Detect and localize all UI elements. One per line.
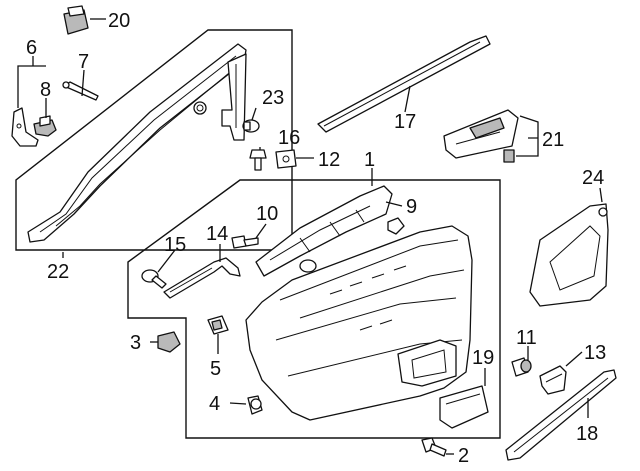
pillar-group-outline xyxy=(15,29,293,251)
callout-1: 1 xyxy=(364,149,375,171)
callout-17: 17 xyxy=(394,111,416,133)
pillar-upper-trim-part xyxy=(221,53,247,141)
callout-13: 13 xyxy=(584,342,606,364)
door-trim-panel-1-part xyxy=(245,225,473,421)
screw-10-part xyxy=(231,235,259,249)
callout-11: 11 xyxy=(516,327,537,349)
bolt-2-part xyxy=(421,437,447,457)
callout-8: 8 xyxy=(40,79,51,101)
pillar-trim-part xyxy=(27,43,247,243)
callout-21: 21 xyxy=(542,129,564,151)
bracket-14-part xyxy=(163,257,241,299)
callout-24: 24 xyxy=(582,167,604,189)
sill-plate-18-part xyxy=(505,369,617,461)
leader-lines xyxy=(17,18,603,455)
callout-20: 20 xyxy=(108,10,130,32)
screw-16-part xyxy=(249,149,267,171)
nut-9-part xyxy=(387,217,405,235)
insulator-24-part xyxy=(529,203,609,307)
armrest-9-part xyxy=(255,185,393,277)
callout-5: 5 xyxy=(210,358,221,380)
callout-7: 7 xyxy=(78,51,89,73)
callout-4: 4 xyxy=(209,393,220,415)
callout-15: 15 xyxy=(164,234,186,256)
bracket-6-part xyxy=(11,107,39,147)
clip-4-part xyxy=(247,395,263,415)
switch-bezel-21-part xyxy=(443,109,519,159)
clip-13-part xyxy=(539,365,567,395)
screw-11-part xyxy=(511,357,532,377)
insulator-24-hole xyxy=(598,207,608,217)
callout-10: 10 xyxy=(256,203,278,225)
nut-12-part xyxy=(275,149,297,169)
door-panel-group-outline xyxy=(127,179,501,439)
callout-6: 6 xyxy=(26,37,37,59)
callout-19: 19 xyxy=(472,347,494,369)
clip-8-part xyxy=(33,115,57,137)
pin-15-part xyxy=(141,269,167,289)
pillar-grommet xyxy=(193,101,207,115)
callout-18: 18 xyxy=(576,423,598,445)
push-clip-23 xyxy=(242,119,260,133)
clip-21-part xyxy=(503,149,515,163)
grommet-part xyxy=(299,259,317,273)
weatherstrip-17-part xyxy=(317,35,491,133)
callout-23: 23 xyxy=(262,87,284,109)
switch-20-part xyxy=(63,5,89,35)
clip-5-part xyxy=(207,315,229,335)
pin-7-part xyxy=(62,81,99,101)
callout-3: 3 xyxy=(130,332,141,354)
speaker-grille-19-part xyxy=(439,385,489,429)
callout-12: 12 xyxy=(318,149,340,171)
callout-9: 9 xyxy=(406,196,417,218)
callout-14: 14 xyxy=(206,223,228,245)
cap-3-part xyxy=(157,331,181,353)
callout-22: 22 xyxy=(47,261,69,283)
callout-16: 16 xyxy=(278,127,300,149)
callout-2: 2 xyxy=(458,445,469,467)
